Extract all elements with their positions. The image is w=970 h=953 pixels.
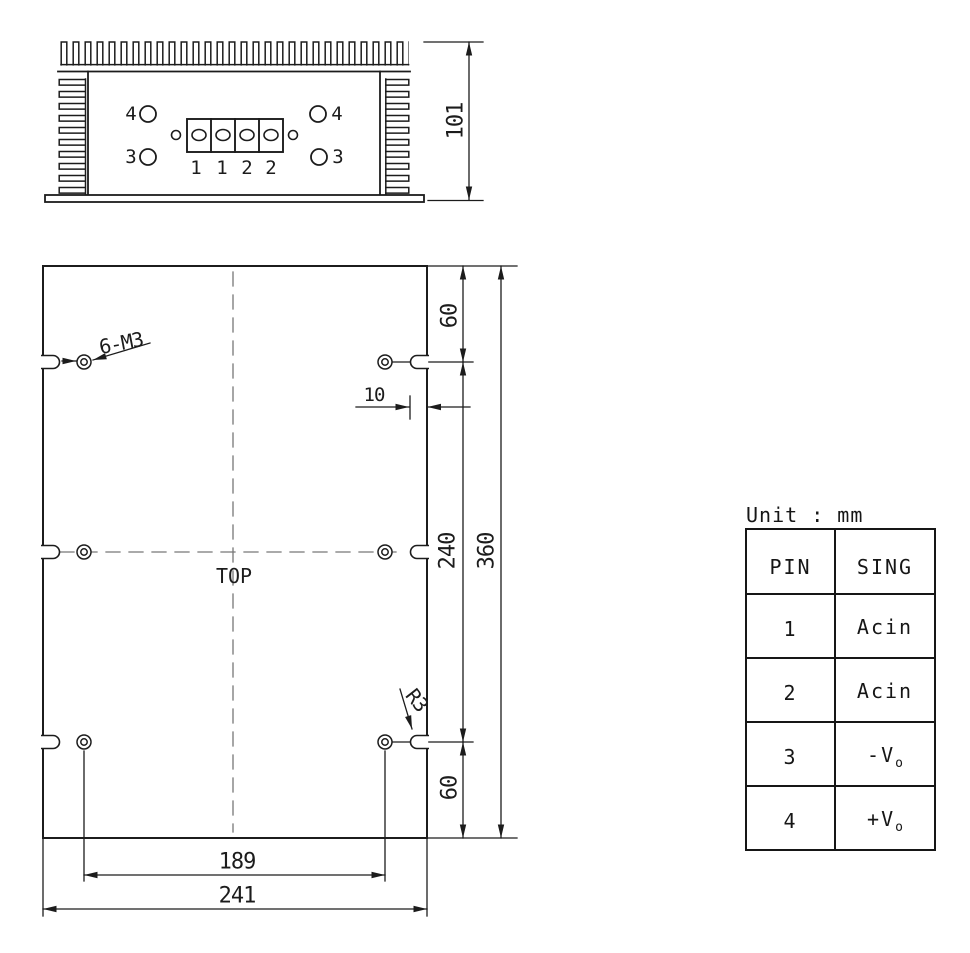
bottom-dimensions: [42, 750, 428, 917]
mounting-slot: [409, 354, 429, 370]
dim-text-240: 240: [436, 533, 461, 570]
dim-text-60-bottom: 60: [438, 776, 463, 801]
cell-sing-2: Acin: [834, 657, 936, 723]
table-header-row: PIN SING: [745, 528, 936, 595]
terminal-contact: [191, 128, 207, 142]
terminal-contact: [263, 128, 279, 142]
base-plate: [44, 194, 425, 203]
callout-r3: R3: [399, 684, 434, 730]
header-cell-sing: SING: [834, 528, 936, 595]
dim-text-241: 241: [219, 884, 256, 909]
front-view: 4 3 4 3 1 1 2 2 101: [44, 41, 484, 203]
terminal-label: 1: [216, 157, 227, 179]
mounting-hole: [377, 734, 393, 750]
signal-subscript: o: [895, 756, 903, 771]
signal-text: -V: [867, 743, 896, 767]
pin-label-left-bottom: 3: [125, 146, 136, 168]
pin-label-left-top: 4: [125, 103, 136, 125]
table-row: 1 Acin: [745, 593, 936, 659]
dim-slot-depth-10: [355, 395, 471, 420]
cell-pin-4: 4: [745, 785, 836, 851]
cell-sing-1: Acin: [834, 593, 936, 659]
terminal-contact: [215, 128, 231, 142]
right-dimensions: [426, 265, 518, 839]
output-pins: [139, 105, 328, 166]
mounting-hole: [76, 544, 92, 560]
dim-height-101: 101: [423, 41, 484, 202]
callout-6m3: 6-M3: [61, 327, 151, 365]
mounting-hole: [76, 734, 92, 750]
mounting-holes: [76, 354, 393, 750]
terminal-label: 2: [241, 157, 252, 179]
pin-circle-left-3: [139, 148, 157, 166]
signal-text: Acin: [856, 615, 914, 639]
terminal-contacts: [170, 128, 299, 142]
terminal-label: 1: [190, 157, 201, 179]
callout-r3-label: R3: [401, 684, 434, 716]
side-hole: [170, 129, 182, 141]
mounting-slot: [41, 734, 61, 750]
cell-pin-3: 3: [745, 721, 836, 787]
cell-pin-2: 2: [745, 657, 836, 723]
signal-text: Acin: [856, 679, 914, 703]
pin-circle-right-3: [310, 148, 328, 166]
heatsink-left-fins: [58, 78, 87, 195]
terminal-label: 2: [265, 157, 276, 179]
signal-subscript: o: [895, 820, 903, 835]
plan-view: 6-M3 R3 TOP 60 240 60 360 10: [41, 265, 518, 917]
mounting-slot: [41, 544, 61, 560]
pin-label-right-bottom: 3: [332, 146, 343, 168]
mounting-hole: [377, 354, 393, 370]
side-hole: [287, 129, 299, 141]
terminal-contact: [239, 128, 255, 142]
table-row: 4 +Vo: [745, 785, 936, 851]
mounting-slot: [409, 544, 429, 560]
table-row: 3 -Vo: [745, 721, 936, 787]
dim-text-360: 360: [475, 533, 500, 570]
view-label-top: TOP: [216, 564, 252, 588]
unit-label: Unit : mm: [746, 503, 864, 527]
header-cell-pin: PIN: [745, 528, 836, 595]
pin-label-right-top: 4: [331, 103, 342, 125]
dim-text-10: 10: [364, 384, 385, 406]
dim-text-101: 101: [444, 103, 469, 140]
pin-circle-right-4: [309, 105, 327, 123]
mounting-slot: [41, 354, 61, 370]
pin-circle-left-4: [139, 105, 157, 123]
dim-text-60-top: 60: [438, 304, 463, 329]
cell-sing-4: +Vo: [834, 785, 936, 851]
signal-text: +V: [867, 807, 896, 831]
table-row: 2 Acin: [745, 657, 936, 723]
heatsink-top-fins: [60, 41, 410, 66]
dim-text-189: 189: [219, 850, 256, 875]
mounting-slots: [41, 354, 429, 750]
cell-pin-1: 1: [745, 593, 836, 659]
pin-signal-table: PIN SING 1 Acin 2 Acin 3 -Vo 4 +Vo: [745, 528, 936, 851]
callout-6m3-label: 6-M3: [97, 327, 145, 359]
cell-sing-3: -Vo: [834, 721, 936, 787]
heatsink-right-fins: [385, 78, 410, 195]
terminal-block: [186, 118, 284, 153]
mounting-hole: [377, 544, 393, 560]
mounting-hole: [76, 354, 92, 370]
mounting-slot: [409, 734, 429, 750]
